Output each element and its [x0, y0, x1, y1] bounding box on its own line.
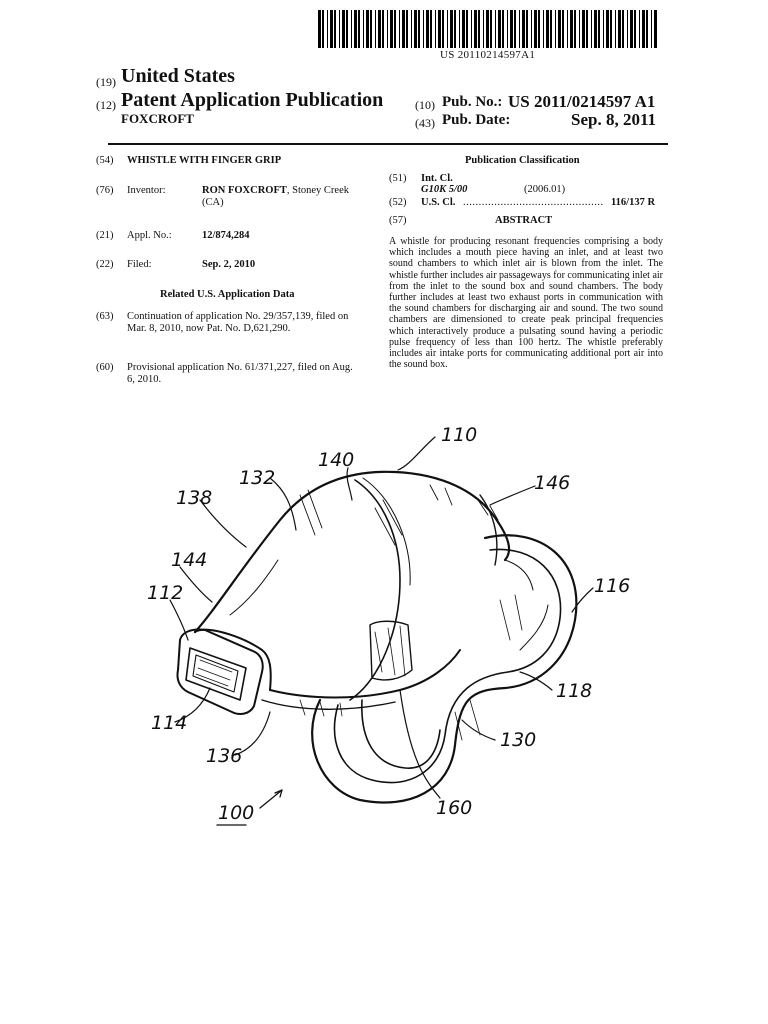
code-19: (19) [96, 75, 116, 89]
appl-no-label: Appl. No.: [127, 230, 172, 241]
field-52-code: (52) [389, 197, 407, 208]
field-76-code: (76) [96, 185, 114, 196]
ref-label: 110 [441, 424, 478, 446]
abstract-text: A whistle for producing resonant frequen… [389, 236, 663, 371]
pub-no-value: US 2011/0214597 A1 [508, 92, 656, 111]
invention-title: WHISTLE WITH FINGER GRIP [127, 155, 282, 166]
pub-class-title: Publication Classification [465, 155, 580, 166]
int-cl-year: (2006.01) [524, 184, 566, 195]
ref-label: 144 [171, 549, 208, 571]
ref-label: 140 [318, 449, 355, 471]
ref-label: 160 [436, 797, 473, 819]
ref-label: 132 [239, 467, 276, 489]
appl-no-value: 12/874,284 [202, 230, 250, 241]
field-54-code: (54) [96, 155, 114, 166]
code-43: (43) [415, 116, 435, 130]
filed-date: Sep. 2, 2010 [202, 259, 256, 270]
field-57-code: (57) [389, 215, 407, 226]
barcode-number: US 20110214597A1 [440, 49, 536, 61]
us-cl-leader: ........................................… [463, 197, 603, 208]
inventor-country: (CA) [202, 197, 224, 208]
ref-label: 100 [218, 802, 255, 824]
applicant-name: FOXCROFT [121, 111, 194, 126]
code-10: (10) [415, 98, 435, 112]
field-63-code: (63) [96, 311, 114, 322]
whistle-drawing [169, 436, 594, 826]
ref-label: 112 [147, 582, 184, 604]
int-cl-label: Int. Cl. [421, 173, 453, 184]
continuation-line-2: Mar. 8, 2010, now Pat. No. D,621,290. [127, 323, 291, 334]
header-divider [108, 143, 668, 145]
ref-label: 118 [556, 680, 593, 702]
pub-no-label: Pub. No.: [442, 94, 503, 110]
related-data-title: Related U.S. Application Data [160, 289, 295, 300]
provisional-line-1: Provisional application No. 61/371,227, … [127, 362, 353, 373]
abstract-title: ABSTRACT [495, 215, 553, 226]
pub-date-value: Sep. 8, 2011 [571, 110, 657, 129]
field-60-code: (60) [96, 362, 114, 373]
int-cl-value: G10K 5/00 [421, 184, 468, 195]
us-cl-value: 116/137 R [611, 197, 656, 208]
ref-label: 114 [151, 712, 188, 734]
inventor-name: RON FOXCROFT [202, 185, 287, 196]
inventor-location: , Stoney Creek [286, 185, 349, 196]
ref-label: 136 [206, 745, 243, 767]
us-cl-label: U.S. Cl. [421, 197, 456, 208]
inventor-value: RON FOXCROFT, Stoney Creek [202, 185, 349, 196]
pub-date-label: Pub. Date: [442, 112, 511, 128]
continuation-line-1: Continuation of application No. 29/357,1… [127, 311, 349, 322]
field-21-code: (21) [96, 230, 114, 241]
country-heading: United States [121, 65, 235, 87]
ref-label: 130 [500, 729, 537, 751]
ref-label: 138 [176, 487, 213, 509]
barcode [318, 10, 657, 48]
field-51-code: (51) [389, 173, 407, 184]
provisional-line-2: 6, 2010. [127, 374, 162, 385]
ref-label: 146 [534, 472, 571, 494]
filed-label: Filed: [127, 259, 152, 270]
inventor-label: Inventor: [127, 185, 166, 196]
ref-label: 116 [594, 575, 631, 597]
field-22-code: (22) [96, 259, 114, 270]
code-12: (12) [96, 98, 116, 112]
document-type-heading: Patent Application Publication [121, 89, 384, 111]
